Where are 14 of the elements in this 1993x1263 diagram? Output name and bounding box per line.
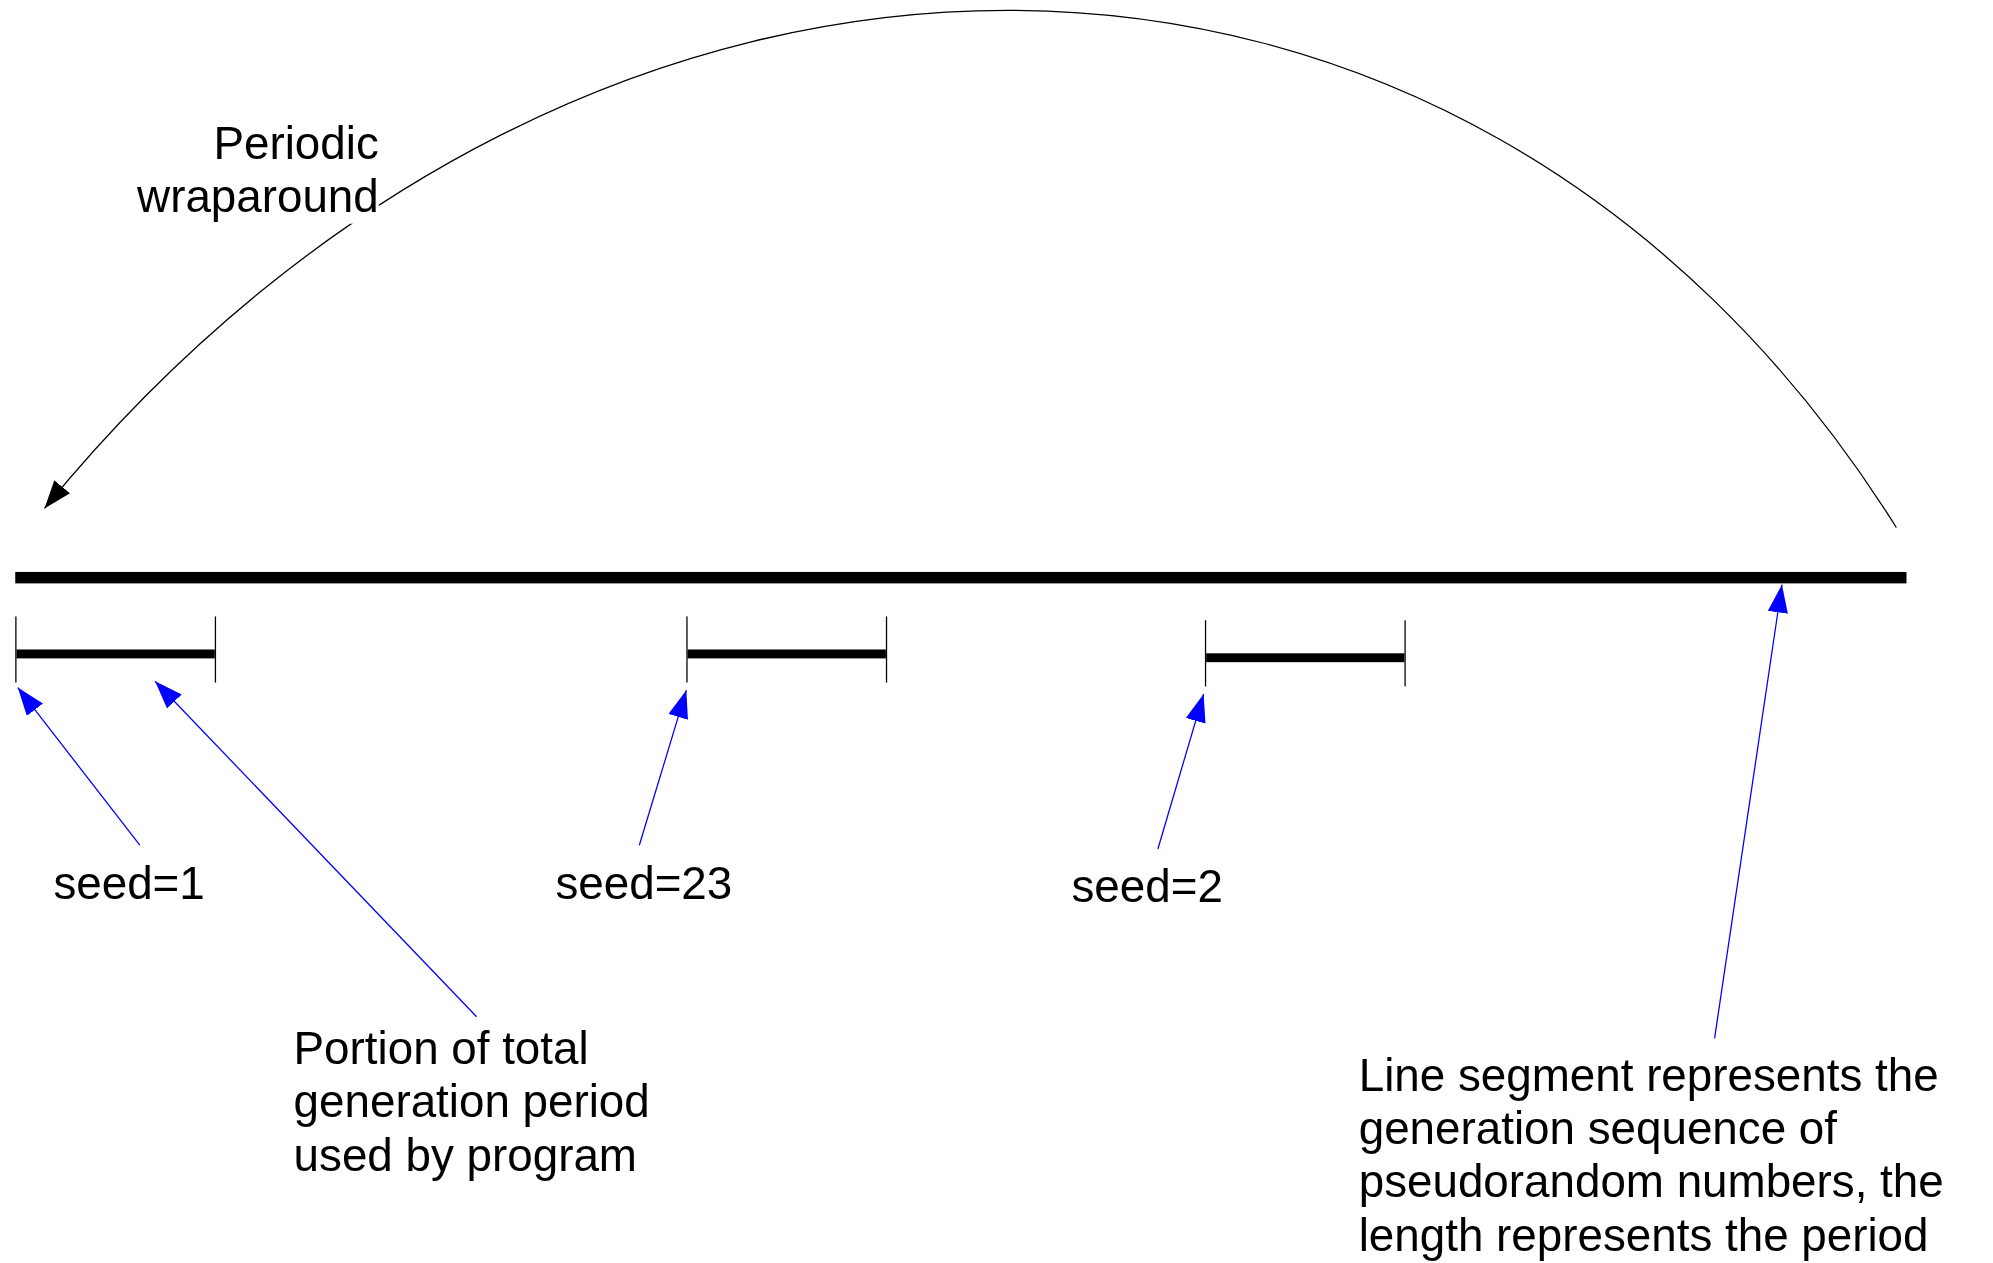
line-segment xyxy=(15,616,217,683)
callout-text: seed=23 xyxy=(555,856,733,911)
callout-text: Portion of total generation period used by program xyxy=(293,1021,688,1183)
callout-text: seed=2 xyxy=(1071,860,1223,914)
leader-arrow xyxy=(1157,693,1206,850)
leader-arrow xyxy=(638,689,688,846)
callout-text: seed=1 xyxy=(53,856,205,911)
wraparound-arrow xyxy=(43,9,1897,529)
leader-arrow xyxy=(17,686,141,846)
leader-arrow xyxy=(154,680,478,1018)
line-segment xyxy=(1204,620,1406,687)
line-segment xyxy=(686,616,888,683)
callout-text: Line segment represents the generation sequence of pseudorandom numbers, the length represents the period xyxy=(1358,1048,1993,1263)
leader-arrow xyxy=(1713,584,1788,1040)
